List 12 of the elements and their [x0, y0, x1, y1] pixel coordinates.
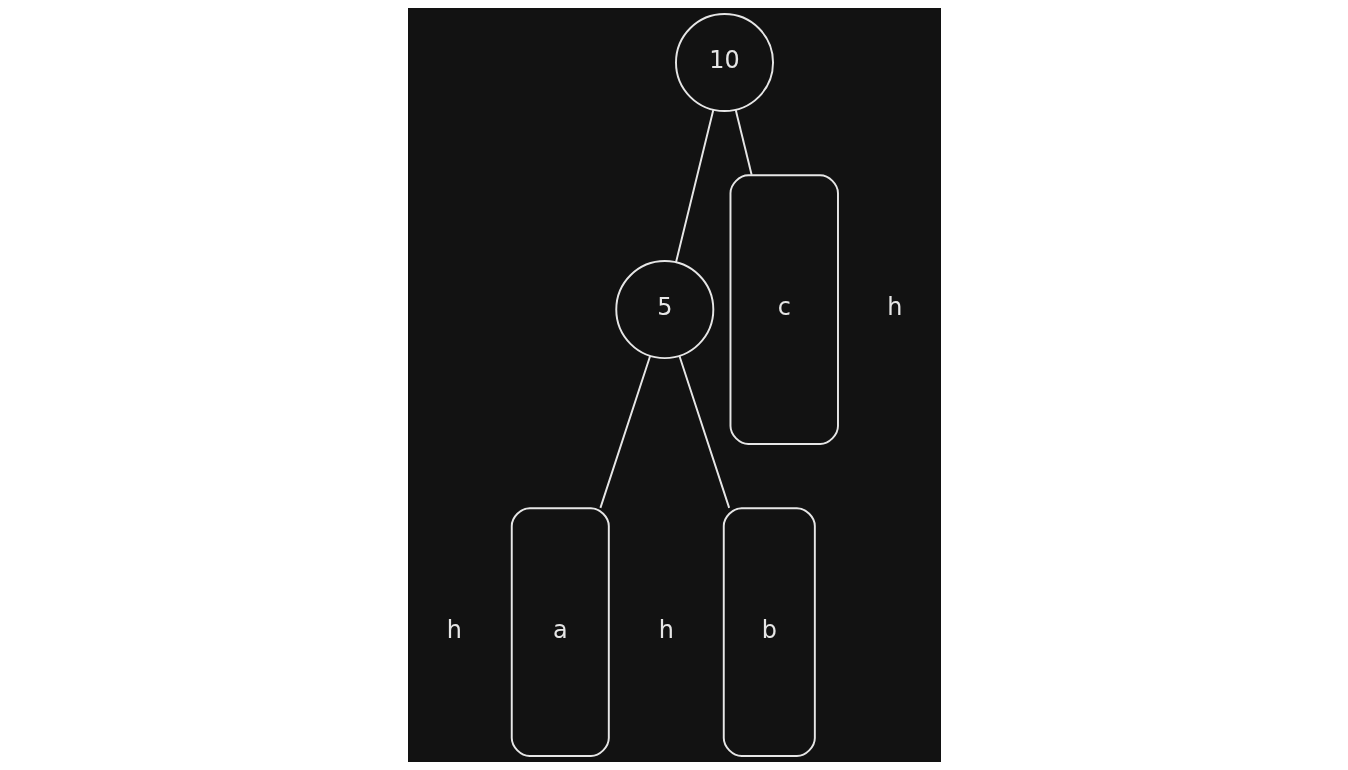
connector: [598, 355, 651, 509]
node-box: a: [510, 507, 610, 757]
node-box: b: [722, 507, 816, 757]
node-label: h: [446, 615, 462, 644]
node-box: c: [729, 174, 839, 445]
connector: [678, 355, 730, 509]
connector: [734, 108, 753, 176]
node-circle: 10: [674, 13, 774, 112]
node-circle: 5: [614, 260, 714, 360]
node-label: h: [658, 615, 674, 644]
node-label: h: [886, 293, 902, 322]
connector: [674, 108, 714, 263]
